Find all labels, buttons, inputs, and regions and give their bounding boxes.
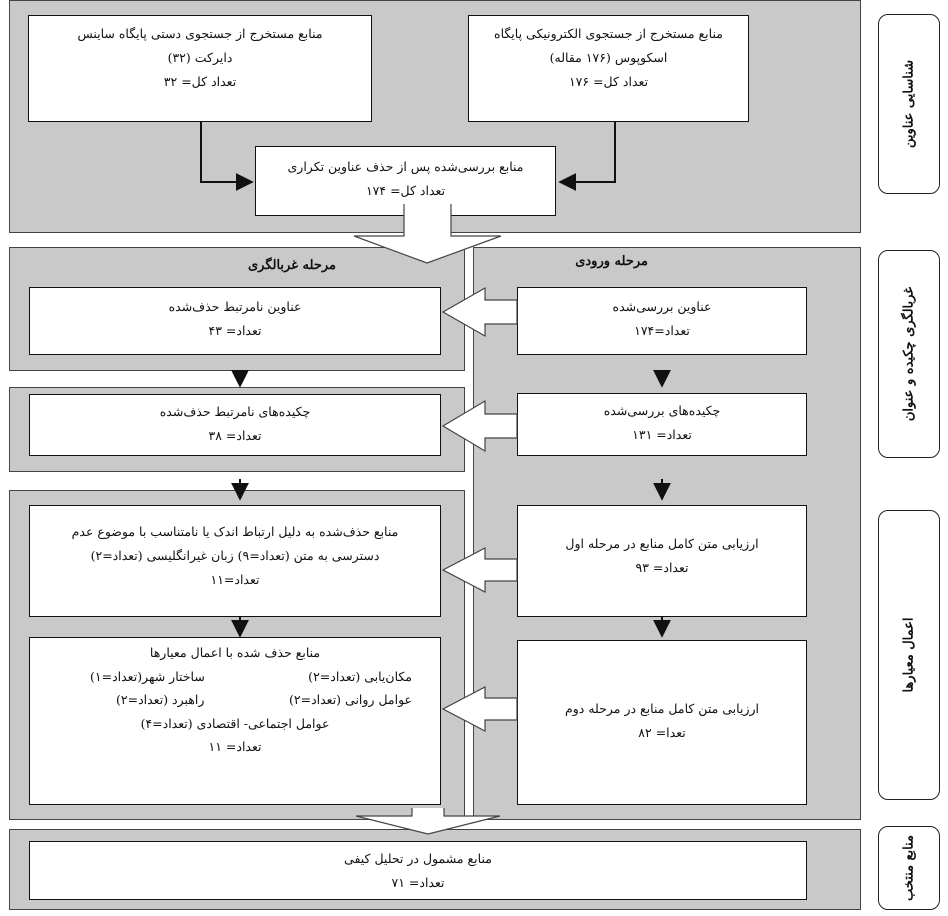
criteria-strategy: راهبرد (تعداد=۲) [116,692,205,707]
fulltext-removed-line1: منابع حذف‌شده به دلیل ارتباط اندک یا نام… [71,524,399,539]
titles-removed-box: عناوین نامرتبط حذف‌شده تعداد= ۴۳ [29,287,441,355]
criteria-city-structure: ساختار شهر(تعداد=۱) [90,668,205,684]
screening-stage-header: مرحله غربالگری [247,258,336,273]
criteria-removed-title: منابع حذف شده با اعمال معیارها [149,645,321,660]
titles-reviewed-count: تعداد=۱۷۴ [634,323,690,338]
criteria-row-2: عوامل روانی (تعداد=۲) راهبرد (تعداد=۲) [30,688,440,712]
abstracts-reviewed-box: چکیده‌های بررسی‌شده تعداد= ۱۳۱ [517,393,807,456]
fulltext-stage1-count: تعداد= ۹۳ [635,560,689,575]
side-label-screening-text: غربالگری چکیده و عنوان [901,286,917,422]
criteria-psychological: عوامل روانی (تعداد=۲) [288,692,412,707]
side-label-selected-text: منابع منتخب [901,835,917,901]
abstracts-reviewed-count: تعداد= ۱۳۱ [632,427,692,442]
manual-search-line3: تعداد کل= ۳۲ [163,74,237,89]
manual-search-line2: دایرکت (۳۲) [167,50,233,65]
side-label-criteria-text: اعمال معیارها [901,617,917,693]
fulltext-stage2-label: ارزیابی متن کامل منابع در مرحله دوم [565,701,759,716]
final-included-count: تعداد= ۷۱ [391,875,445,890]
criteria-row-1: مکان‌یابی (تعداد=۲) ساختار شهر(تعداد=۱) [30,665,440,689]
electronic-search-line3: تعداد کل= ۱۷۶ [568,74,649,89]
dedup-line2: تعداد کل= ۱۷۴ [365,183,446,198]
abstracts-removed-box: چکیده‌های نامرتبط حذف‌شده تعداد= ۳۸ [29,394,441,456]
manual-search-box: منابع مستخرج از جستجوی دستی پایگاه ساینس… [28,15,372,122]
manual-search-line1: منابع مستخرج از جستجوی دستی پایگاه ساینس [77,26,323,41]
criteria-removed-box: منابع حذف شده با اعمال معیارها مکان‌یابی… [29,637,441,805]
titles-reviewed-label: عناوین بررسی‌شده [612,299,712,314]
dedup-box: منابع بررسی‌شده پس از حذف عناوین تکراری … [255,146,556,216]
electronic-search-line1: منابع مستخرج از جستجوی الکترونیکی پایگاه [494,26,723,41]
fulltext-removed-line2: دسترسی به متن (تعداد=۹) زبان غیرانگلیسی … [90,548,380,563]
criteria-location: مکان‌یابی (تعداد=۲) [308,668,412,684]
electronic-search-box: منابع مستخرج از جستجوی الکترونیکی پایگاه… [468,15,749,122]
final-included-box: منابع مشمول در تحلیل کیفی تعداد= ۷۱ [29,841,807,900]
titles-removed-label: عناوین نامرتبط حذف‌شده [168,299,302,314]
fulltext-removed-box: منابع حذف‌شده به دلیل ارتباط اندک یا نام… [29,505,441,617]
fulltext-stage1-box: ارزیابی متن کامل منابع در مرحله اول تعدا… [517,505,807,617]
electronic-search-line2: اسکوپوس (۱۷۶ مقاله) [549,50,668,65]
fulltext-removed-line3: تعداد=۱۱ [210,572,260,587]
fulltext-stage2-box: ارزیابی متن کامل منابع در مرحله دوم تعدا… [517,640,807,805]
dedup-line1: منابع بررسی‌شده پس از حذف عناوین تکراری [287,159,524,174]
side-label-identification: شناسایی عناوین [878,14,940,194]
side-label-screening: غربالگری چکیده و عنوان [878,250,940,458]
criteria-total: تعداد= ۱۱ [208,739,262,754]
titles-removed-count: تعداد= ۴۳ [208,323,262,338]
fulltext-stage1-label: ارزیابی متن کامل منابع در مرحله اول [565,536,759,551]
side-label-identification-text: شناسایی عناوین [901,59,917,149]
titles-reviewed-box: عناوین بررسی‌شده تعداد=۱۷۴ [517,287,807,355]
side-label-selected: منابع منتخب [878,826,940,910]
entry-stage-header: مرحله ورودی [575,254,648,269]
side-label-criteria: اعمال معیارها [878,510,940,800]
criteria-socioeconomic: عوامل اجتماعی- اقتصادی (تعداد=۴) [140,715,330,731]
abstracts-reviewed-label: چکیده‌های بررسی‌شده [603,403,721,418]
abstracts-removed-label: چکیده‌های نامرتبط حذف‌شده [159,404,311,419]
final-included-label: منابع مشمول در تحلیل کیفی [344,851,492,866]
fulltext-stage2-count: تعدا= ۸۲ [638,725,686,740]
abstracts-removed-count: تعداد= ۳۸ [208,428,262,443]
